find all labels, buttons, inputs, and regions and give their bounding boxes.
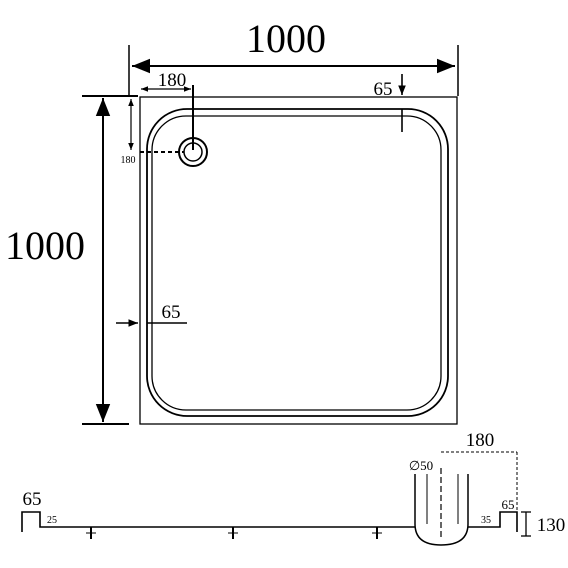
basin-outer-edge (146, 108, 449, 417)
basin-inner-edge (151, 115, 442, 411)
drain-trap (414, 474, 469, 546)
drain-pipe-inner (426, 474, 459, 524)
total-height-label: 130 (537, 515, 566, 536)
tray-outline (139, 96, 458, 425)
section-view: 180 ∅50 65 25 35 65 130 (21, 430, 566, 546)
tray-profile-right (468, 511, 518, 532)
section-inner-right-label: 35 (481, 515, 491, 526)
drain-offset-x-label: 180 (158, 70, 187, 91)
drain-diameter-label: ∅50 (409, 458, 433, 473)
width-label: 1000 (246, 16, 326, 61)
depth-label: 1000 (5, 223, 85, 268)
section-inner-left-label: 25 (47, 515, 57, 526)
tray-profile (21, 511, 415, 532)
rim-side-label: 65 (162, 302, 181, 323)
section-drain-offset-label: 180 (466, 430, 495, 451)
plan-view: 1000 1000 180 180 65 65 (5, 16, 459, 425)
support-feet (86, 527, 382, 539)
rim-top-label: 65 (374, 79, 393, 100)
drain-offset-y-label: 180 (121, 155, 136, 166)
section-rim-left-label: 65 (23, 489, 42, 510)
section-rim-right-label: 65 (502, 497, 515, 512)
